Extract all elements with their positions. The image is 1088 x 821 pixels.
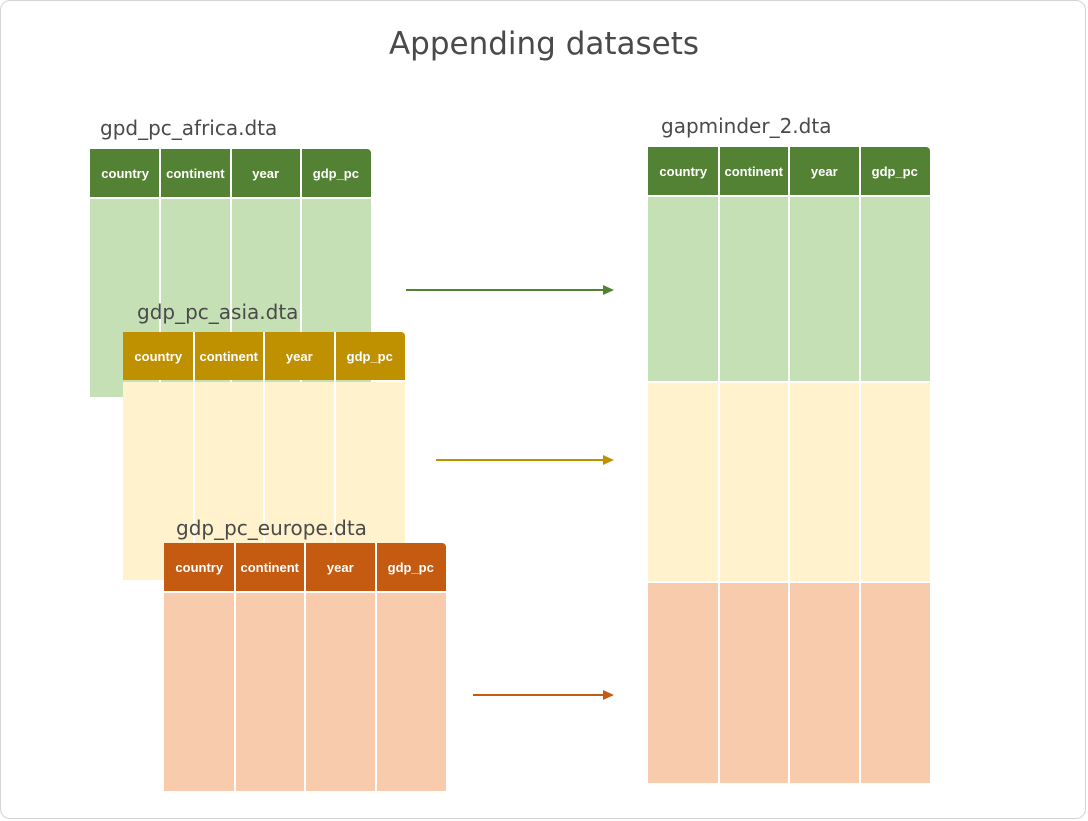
asia-column-divider bbox=[192, 332, 195, 580]
append-arrow-head bbox=[603, 285, 614, 295]
africa-header-year: year bbox=[230, 149, 301, 197]
append-arrow-head bbox=[603, 690, 614, 700]
europe-header-gdp_pc: gdp_pc bbox=[375, 543, 446, 591]
result-header-continent: continent bbox=[718, 147, 789, 195]
asia-header-continent: continent bbox=[193, 332, 264, 380]
diagram-title: Appending datasets bbox=[388, 26, 700, 62]
europe-column-divider bbox=[233, 543, 236, 791]
result-dataset-label: gapminder_2.dta bbox=[661, 114, 832, 138]
result-header-year: year bbox=[789, 147, 860, 195]
europe-header-continent: continent bbox=[234, 543, 305, 591]
asia-dataset-label: gdp_pc_asia.dta bbox=[137, 300, 299, 324]
europe-header-year: year bbox=[305, 543, 376, 591]
asia-header-year: year bbox=[264, 332, 335, 380]
asia-column-divider bbox=[263, 332, 265, 580]
europe-column-divider bbox=[304, 543, 306, 791]
result-column-divider bbox=[717, 147, 720, 783]
africa-column-divider bbox=[229, 149, 232, 397]
result-column-divider bbox=[858, 147, 861, 783]
result-column-divider bbox=[788, 147, 790, 783]
result-header-gdp_pc: gdp_pc bbox=[859, 147, 930, 195]
europe-header-country: country bbox=[164, 543, 235, 591]
africa-header-continent: continent bbox=[160, 149, 231, 197]
asia-header-gdp_pc: gdp_pc bbox=[334, 332, 405, 380]
asia-column-divider bbox=[333, 332, 336, 580]
africa-column-divider bbox=[159, 149, 162, 397]
africa-dataset-label: gpd_pc_africa.dta bbox=[100, 116, 278, 140]
africa-header-country: country bbox=[90, 149, 161, 197]
europe-column-divider bbox=[374, 543, 377, 791]
africa-header-gdp_pc: gdp_pc bbox=[300, 149, 371, 197]
africa-column-divider bbox=[299, 149, 302, 397]
europe-dataset-label: gdp_pc_europe.dta bbox=[176, 516, 367, 540]
result-header-country: country bbox=[648, 147, 719, 195]
asia-header-country: country bbox=[123, 332, 194, 380]
append-arrow-head bbox=[603, 455, 614, 465]
